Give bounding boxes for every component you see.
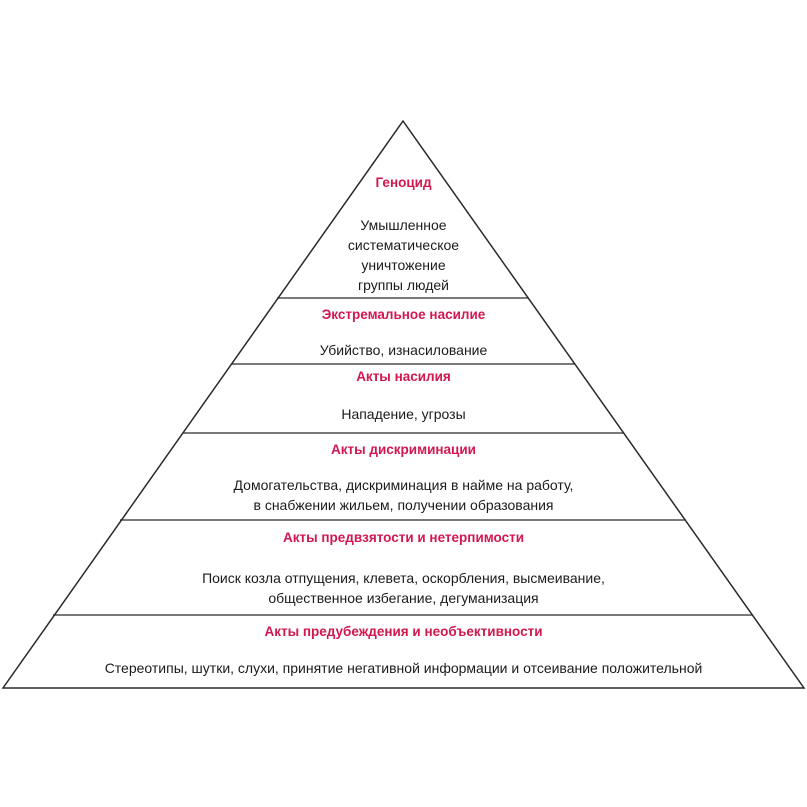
level-title-bias: Акты предвзятости и нетерпимости: [282, 530, 525, 545]
level-description-prejudice: Стереотипы, шутки, слухи, принятие негат…: [104, 660, 703, 676]
level-title-prejudice: Акты предубеждения и необъективности: [264, 624, 543, 639]
level-title-violence: Акты насилия: [356, 369, 451, 384]
pyramid-outline: [1, 119, 806, 689]
level-description-violence: Нападение, угрозы: [341, 406, 466, 422]
level-description-discrimination: Домогательства, дискриминация в найме на…: [233, 477, 574, 513]
level-title-discrimination: Акты дискриминации: [331, 442, 476, 457]
level-title-extreme-violence: Экстремальное насилие: [321, 307, 486, 322]
level-description-extreme-violence: Убийство, изнасилование: [319, 342, 488, 358]
level-description-bias: Поиск козла отпущения, клевета, оскорбле…: [202, 570, 605, 606]
level-title-genocide: Геноцид: [375, 175, 432, 190]
level-description-genocide: Умышленное систематическое уничтожение г…: [347, 217, 460, 293]
